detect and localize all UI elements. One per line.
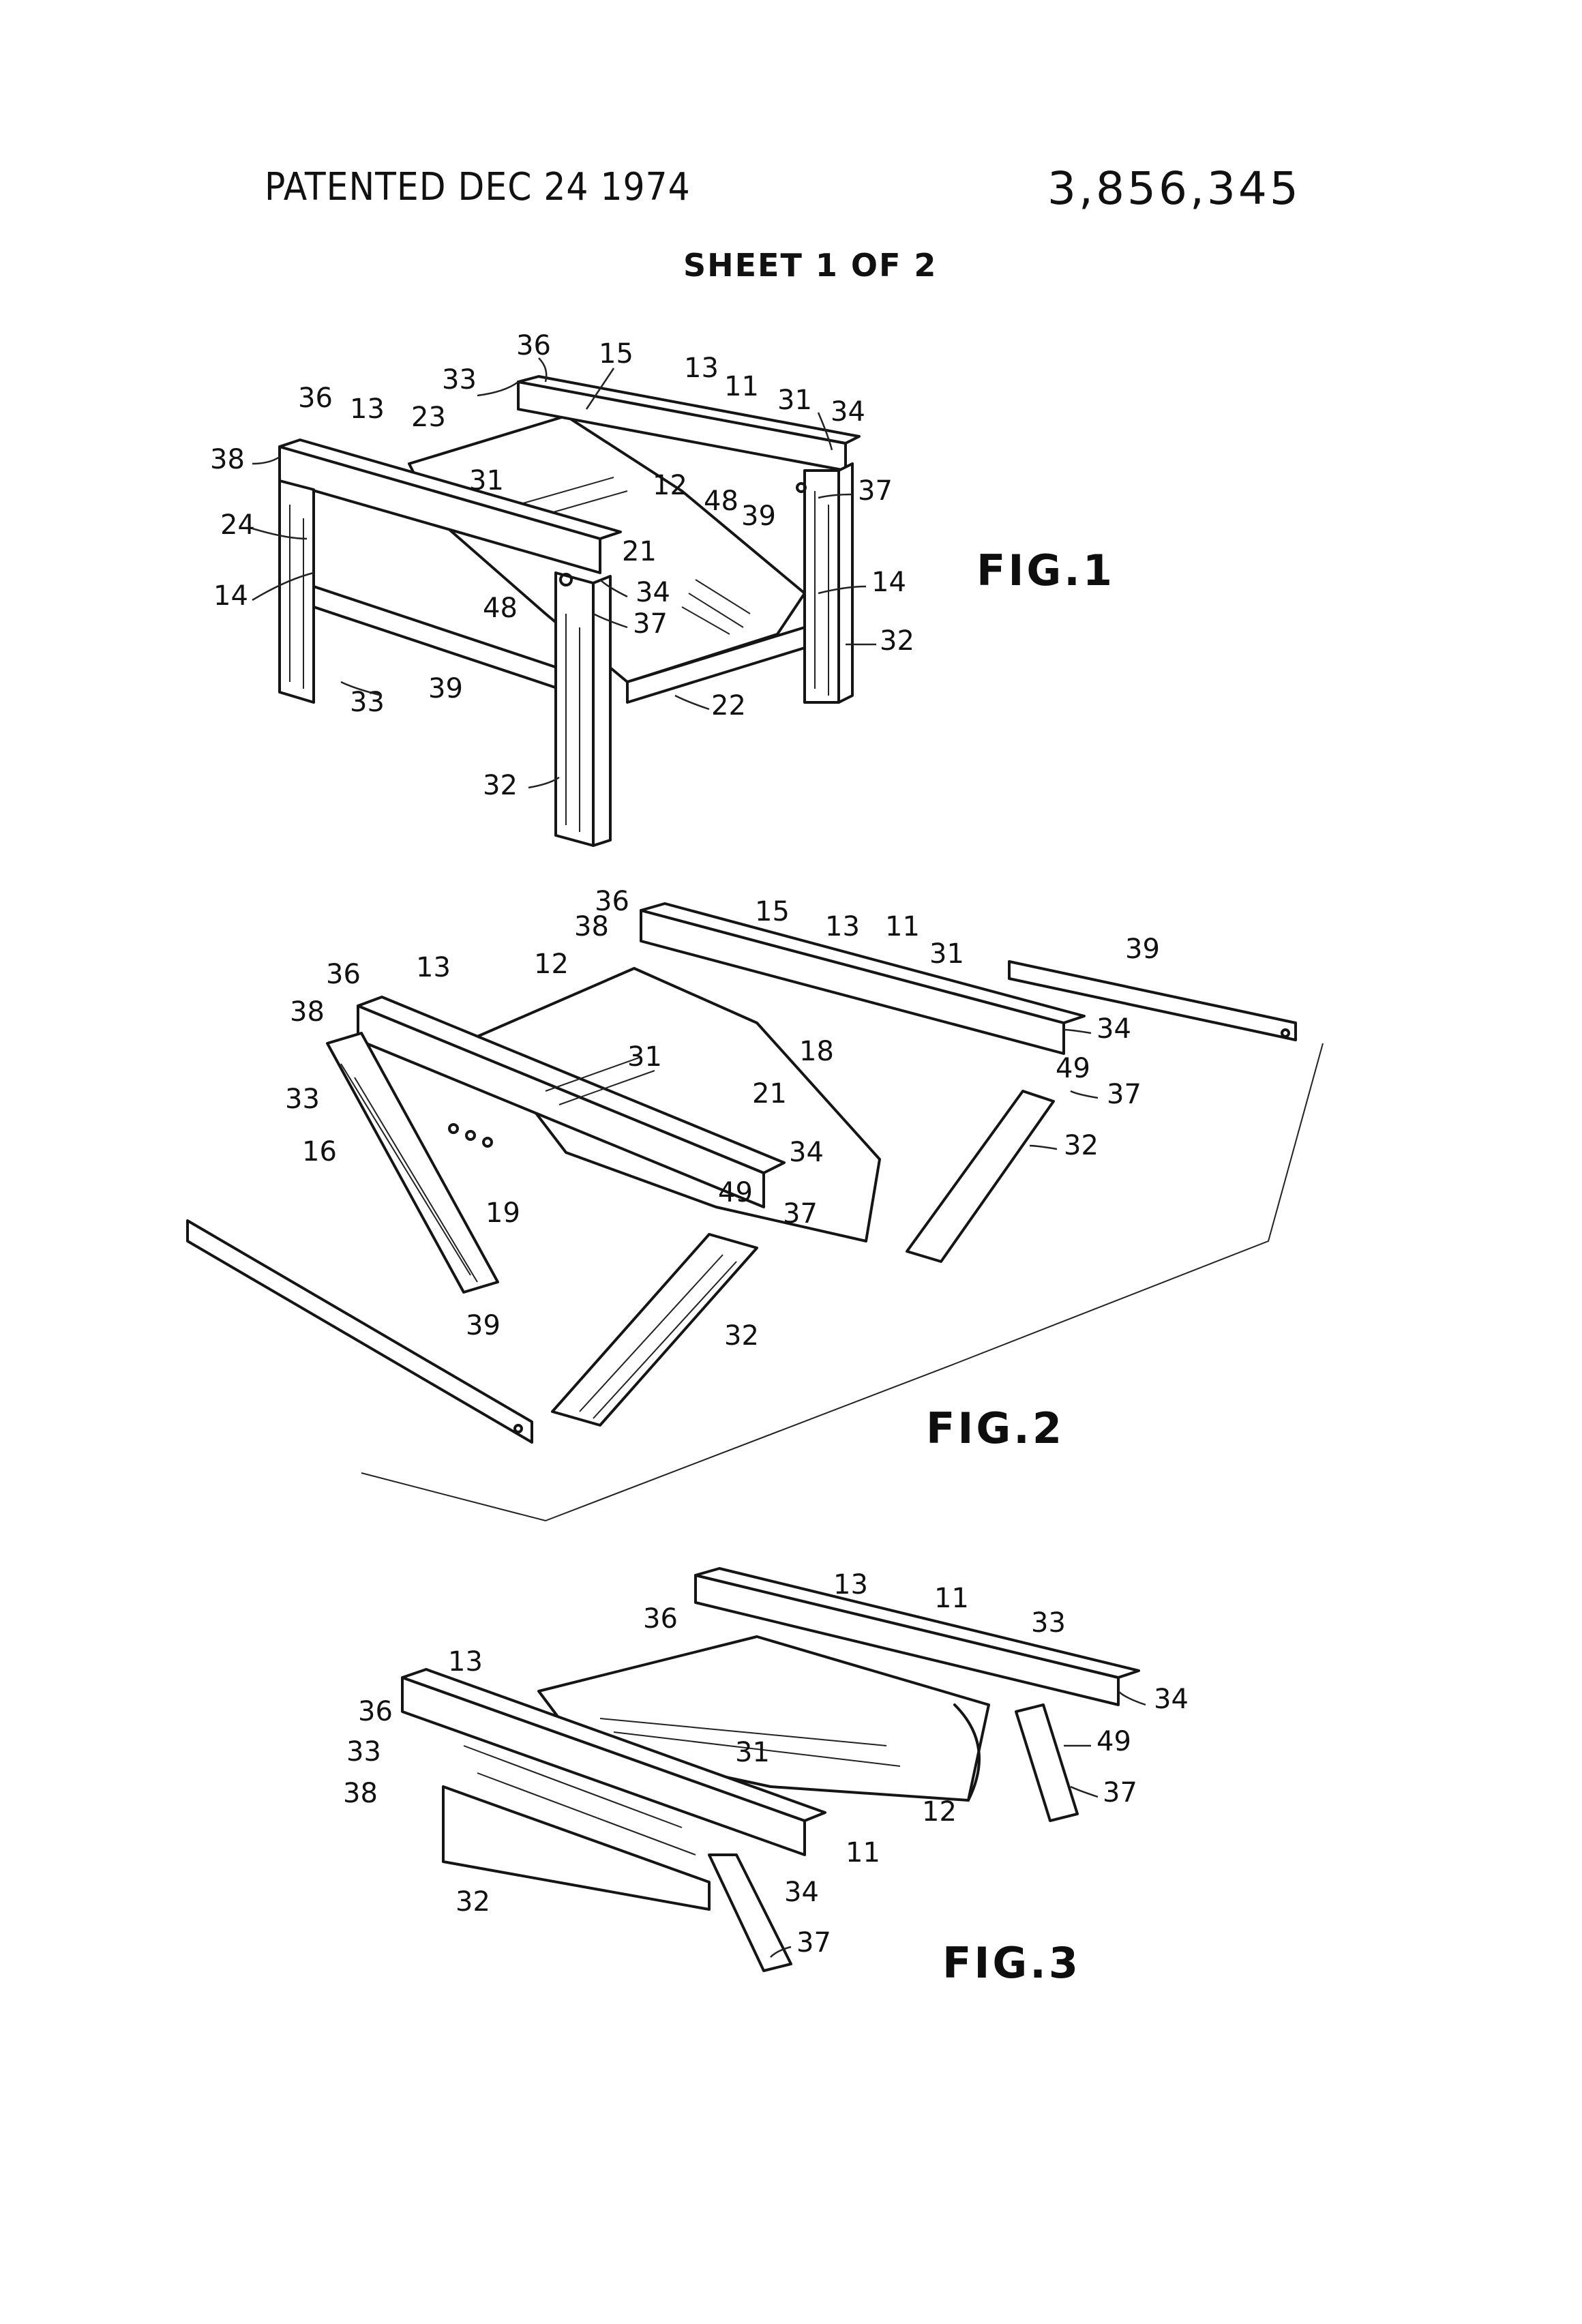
ref-numeral: 33 (346, 1736, 381, 1768)
ref-numeral: 33 (1031, 1607, 1066, 1639)
ref-numeral: 13 (350, 393, 385, 425)
ref-numeral: 22 (711, 690, 746, 721)
leg-33 (326, 1032, 499, 1294)
ref-numeral: 11 (934, 1583, 969, 1614)
ref-numeral: 31 (929, 938, 964, 970)
ref-numeral: 48 (483, 593, 518, 624)
ref-numeral: 37 (858, 475, 893, 507)
ref-numeral: 12 (653, 470, 687, 501)
ref-numeral: 34 (789, 1137, 824, 1168)
patented-date: PATENTED DEC 24 1974 (265, 165, 691, 209)
ref-numeral: 36 (298, 383, 333, 414)
ref-numeral: 21 (752, 1078, 787, 1109)
left-rear-post (278, 479, 315, 704)
sheet-number: SHEET 1 OF 2 (683, 247, 938, 284)
stretcher-39-upper (1008, 960, 1297, 1041)
leg-32-right (906, 1090, 1055, 1263)
ref-numeral: 36 (516, 330, 551, 361)
ref-numeral: 36 (326, 959, 361, 990)
figure-2-caption: FIG.2 (926, 1403, 1065, 1453)
leader-lines (252, 357, 1146, 1958)
stretcher-22 (626, 626, 806, 704)
ref-numeral: 34 (636, 577, 670, 608)
ref-numeral: 31 (777, 385, 812, 416)
ref-numeral: 19 (486, 1197, 520, 1229)
ref-numeral: 39 (1125, 934, 1160, 965)
ref-numeral: 13 (416, 952, 451, 983)
ref-numeral: 32 (880, 625, 914, 657)
ref-numeral: 34 (1154, 1684, 1189, 1715)
ref-numeral: 38 (290, 996, 325, 1028)
ref-numeral: 15 (599, 338, 633, 370)
figure-3-caption: FIG.3 (942, 1938, 1081, 1988)
ref-numeral: 32 (1064, 1130, 1099, 1161)
ref-numeral: 38 (574, 911, 609, 942)
leg-panel-32 (442, 1785, 711, 1911)
ref-numeral: 49 (718, 1177, 753, 1208)
ref-numeral: 12 (534, 949, 569, 980)
ref-numeral: 39 (466, 1310, 501, 1341)
ref-numeral: 31 (469, 465, 504, 496)
ref-numeral: 49 (1056, 1053, 1090, 1084)
ref-numeral: 38 (210, 444, 245, 475)
figure-1-caption: FIG.1 (976, 546, 1116, 595)
ref-numeral: 33 (285, 1084, 320, 1115)
ref-numeral: 38 (343, 1778, 378, 1809)
ref-numeral: 15 (755, 896, 790, 927)
patent-number: 3,856,345 (1047, 162, 1301, 215)
ref-numeral: 33 (442, 364, 477, 396)
ref-numeral: 31 (735, 1737, 770, 1768)
ref-numeral: 37 (1107, 1079, 1141, 1110)
ref-numeral: 34 (831, 396, 865, 428)
front-left-post-32 (554, 571, 595, 847)
ref-numeral: 48 (704, 486, 738, 517)
ref-numeral: 23 (411, 402, 446, 433)
ref-numeral: 37 (796, 1927, 831, 1958)
ref-numeral: 39 (428, 673, 463, 704)
ref-numeral: 32 (456, 1886, 490, 1918)
stretcher-39-lower (186, 1219, 533, 1444)
right-rear-post (803, 469, 840, 704)
ref-numeral: 21 (622, 536, 657, 567)
ref-numeral: 49 (1096, 1726, 1131, 1757)
ref-numeral: 34 (1096, 1013, 1131, 1045)
ref-numeral: 11 (885, 911, 920, 942)
ref-numeral: 34 (784, 1877, 819, 1908)
seat-fabric-12 (476, 967, 881, 1242)
ref-numeral: 13 (825, 911, 860, 942)
bracket-37-back (1015, 1703, 1079, 1822)
ref-numeral: 14 (871, 567, 906, 598)
ref-numeral: 11 (724, 371, 759, 402)
ref-numeral: 12 (922, 1796, 957, 1828)
ref-numeral: 36 (595, 886, 629, 917)
ref-numeral: 36 (643, 1603, 678, 1635)
ref-numeral: 13 (684, 353, 719, 384)
figure-3-drawing (401, 1567, 1140, 1972)
ref-numeral: 16 (302, 1136, 337, 1167)
ref-numeral: 32 (483, 770, 518, 801)
seat-fabric-12 (408, 415, 806, 683)
bracket-37-front (708, 1853, 792, 1972)
ref-numeral: 37 (633, 608, 668, 640)
ref-numeral: 32 (724, 1320, 759, 1352)
ref-numeral: 37 (783, 1198, 818, 1230)
ref-numeral: 39 (741, 501, 776, 532)
ref-numeral: 37 (1103, 1777, 1137, 1808)
ref-numeral: 24 (220, 509, 255, 541)
ref-numeral: 18 (799, 1036, 834, 1067)
ref-numeral: 11 (846, 1837, 880, 1868)
figure-2-drawing (186, 902, 1324, 1522)
reference-numerals: 36 15 13 11 31 34 33 36 13 23 38 48 39 3… (210, 330, 1189, 1958)
ref-numeral: 14 (213, 580, 248, 612)
figure-1-drawing (278, 375, 861, 847)
ref-numeral: 31 (627, 1041, 662, 1073)
ref-numeral: 36 (358, 1696, 393, 1727)
ref-numeral: 13 (448, 1646, 483, 1678)
ref-numeral: 13 (833, 1569, 868, 1600)
